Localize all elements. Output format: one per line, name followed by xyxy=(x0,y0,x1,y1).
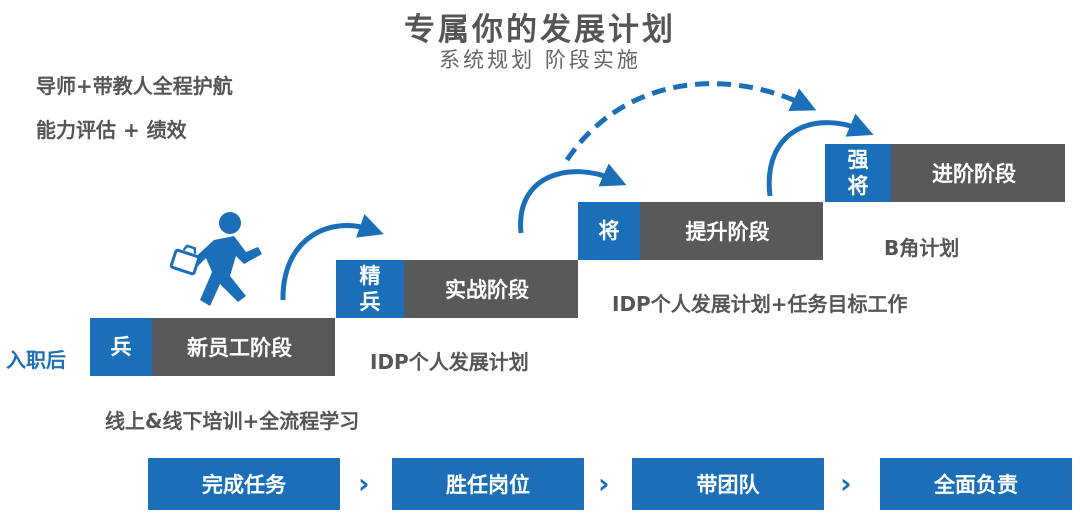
curved-arrow-1 xyxy=(280,214,384,301)
note-evaluation: 能力评估 + 绩效 xyxy=(36,118,187,142)
stage-badge: 精兵 xyxy=(336,260,404,318)
step-full-responsibility: 全面负责 xyxy=(880,458,1072,510)
stage-practical: 精兵 实战阶段 xyxy=(336,260,578,318)
stage-name: 进阶阶段 xyxy=(891,144,1065,202)
stage-name: 提升阶段 xyxy=(640,202,823,260)
stage-new-employee: 兵 新员工阶段 xyxy=(90,318,335,376)
stage-advanced: 强将 进阶阶段 xyxy=(825,144,1065,202)
stage-name: 新员工阶段 xyxy=(152,318,335,376)
note-mentor: 导师+带教人全程护航 xyxy=(36,74,233,98)
note-b-plan: B角计划 xyxy=(884,236,960,260)
curved-arrow-3 xyxy=(766,113,874,197)
stage-badge: 兵 xyxy=(90,318,152,376)
stage-badge: 将 xyxy=(578,202,640,260)
curved-arrow-2 xyxy=(518,163,627,234)
stage-badge: 强将 xyxy=(825,144,891,202)
step-complete-task: 完成任务 xyxy=(148,458,340,510)
note-idp-task: IDP个人发展计划+任务目标工作 xyxy=(612,292,908,316)
step-competent: 胜任岗位 xyxy=(392,458,584,510)
note-entry: 入职后 xyxy=(6,348,66,372)
note-training: 线上&线下培训+全流程学习 xyxy=(105,409,360,433)
step-lead-team: 带团队 xyxy=(632,458,824,510)
chevron-right-icon: › xyxy=(358,467,370,500)
dashed-arrow xyxy=(564,81,817,162)
stage-name: 实战阶段 xyxy=(404,260,578,318)
chevron-right-icon: › xyxy=(598,467,610,500)
chevron-right-icon: › xyxy=(840,467,852,500)
page-title: 专属你的发展计划 xyxy=(404,12,676,48)
stage-improvement: 将 提升阶段 xyxy=(578,202,823,260)
note-idp: IDP个人发展计划 xyxy=(370,350,529,374)
page-subtitle: 系统规划 阶段实施 xyxy=(439,48,641,72)
briefcase-icon xyxy=(169,244,201,276)
running-person-icon xyxy=(190,212,262,306)
